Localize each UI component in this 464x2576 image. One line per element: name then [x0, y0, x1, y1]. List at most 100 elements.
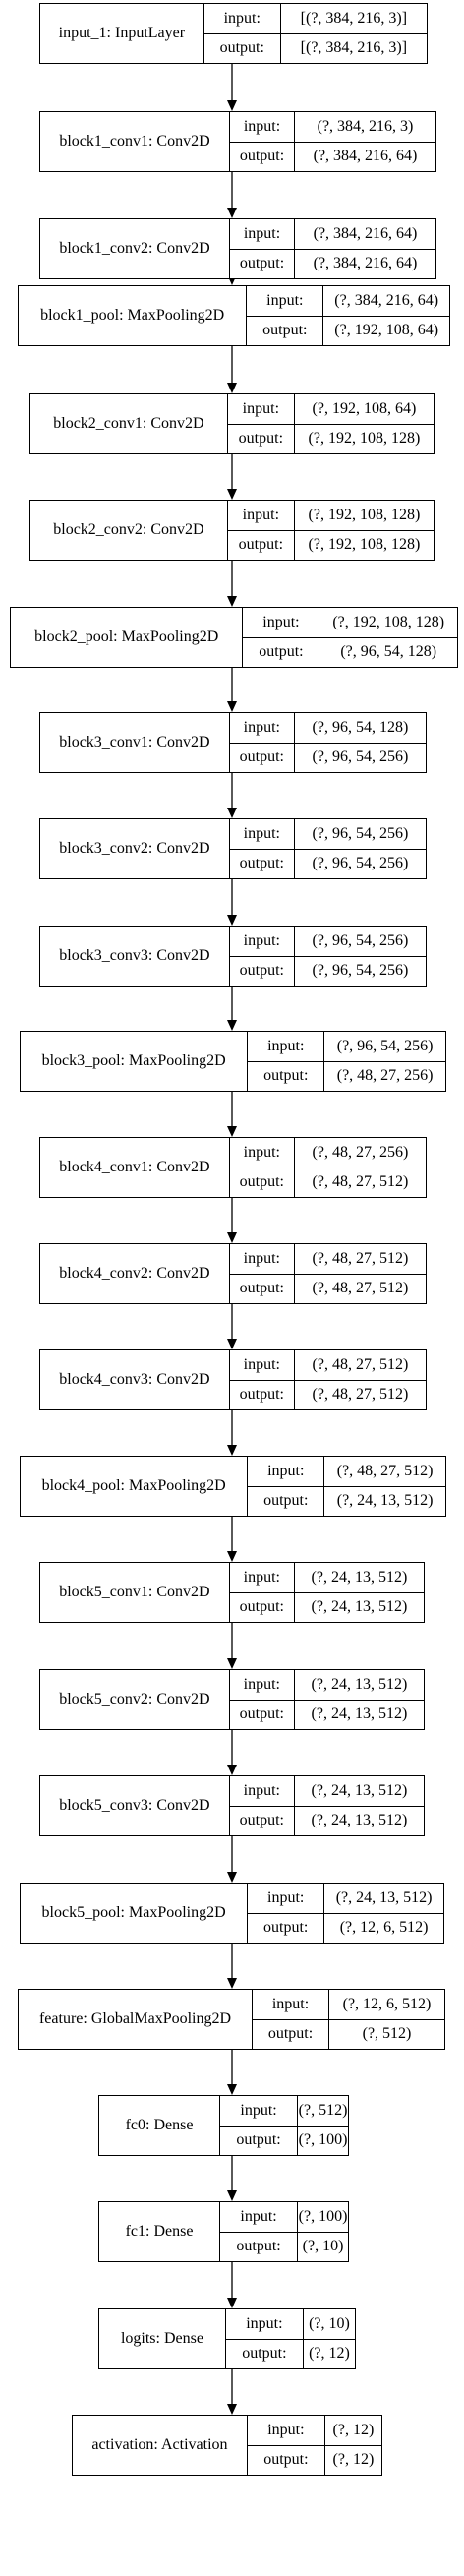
arrowhead	[227, 489, 237, 500]
input-row: input:(?, 48, 27, 512)	[248, 1457, 445, 1486]
output-shape: (?, 48, 27, 512)	[312, 1173, 409, 1191]
output-row: output:(?, 96, 54, 256)	[229, 955, 426, 986]
arrowhead	[227, 2404, 237, 2415]
output-label: output:	[230, 1806, 295, 1835]
output-shape: (?, 512)	[362, 2025, 412, 2043]
input-shape: (?, 12)	[332, 2421, 375, 2438]
input-label: input:	[243, 608, 320, 637]
input-label: input:	[248, 1032, 325, 1061]
input-shape: (?, 48, 27, 512)	[336, 1462, 434, 1479]
layer-name: logits: Dense	[99, 2309, 226, 2368]
io-table: input:(?, 48, 27, 512)output:(?, 48, 27,…	[229, 1350, 426, 1409]
input-shape: [(?, 384, 216, 3)]	[300, 9, 408, 27]
layer-name: block4_conv2: Conv2D	[40, 1244, 230, 1303]
input-label: input:	[230, 219, 295, 249]
output-row: output:(?, 12, 6, 512)	[248, 1912, 443, 1943]
layer-name: fc0: Dense	[99, 2096, 221, 2155]
input-shape: (?, 192, 108, 128)	[332, 613, 445, 630]
output-shape: (?, 192, 108, 64)	[334, 322, 439, 339]
layer-name: block1_conv1: Conv2D	[40, 112, 230, 171]
output-shape: (?, 12)	[309, 2345, 350, 2363]
layer-name: block3_conv2: Conv2D	[40, 819, 230, 878]
arrowhead	[227, 1765, 237, 1775]
io-table: input:(?, 100) output:(?, 10)	[220, 2202, 348, 2261]
arrowhead	[227, 100, 237, 111]
input-row: input:(?, 12)	[248, 2416, 381, 2445]
input-shape: (?, 384, 216, 3)	[317, 117, 414, 135]
output-label: output:	[230, 249, 295, 278]
output-shape: (?, 48, 27, 512)	[312, 1280, 409, 1297]
output-label: output:	[230, 743, 295, 772]
output-label: output:	[248, 1061, 325, 1091]
input-row: input:(?, 512)	[220, 2096, 348, 2126]
input-label: input:	[230, 1138, 295, 1168]
output-label: output:	[230, 1700, 295, 1729]
input-row: input:(?, 24, 13, 512)	[230, 1670, 424, 1700]
input-shape: (?, 96, 54, 128)	[312, 718, 409, 736]
output-shape: (?, 384, 216, 64)	[313, 148, 418, 165]
output-shape: (?, 48, 27, 256)	[336, 1067, 434, 1085]
io-table: input:(?, 96, 54, 256)output:(?, 48, 27,…	[248, 1032, 445, 1091]
layer-name: activation: Activation	[73, 2416, 248, 2475]
input-label: input:	[228, 501, 295, 530]
input-shape: (?, 48, 27, 256)	[312, 1143, 409, 1161]
output-shape: (?, 96, 54, 256)	[312, 749, 409, 766]
io-table: input:(?, 512)output:(?, 100)	[220, 2096, 348, 2155]
arrowhead	[227, 2298, 237, 2308]
arrowhead	[227, 1872, 237, 1883]
output-shape: (?, 24, 13, 512)	[311, 1812, 408, 1829]
output-shape: (?, 384, 216, 64)	[313, 255, 418, 272]
input-shape: (?, 48, 27, 512)	[312, 1355, 409, 1373]
output-label: output:	[230, 1274, 295, 1303]
layer-name: fc1: Dense	[99, 2202, 221, 2261]
input-row: input:(?, 384, 216, 64)	[230, 219, 435, 249]
input-shape: (?, 24, 13, 512)	[335, 1888, 433, 1906]
output-row: output:(?, 24, 13, 512)	[229, 1699, 424, 1729]
input-row: input: (?, 24, 13, 512)	[248, 1884, 443, 1913]
io-table: input: (?, 24, 13, 512) output:(?, 12, 6, …	[248, 1884, 443, 1943]
io-table: input:(?, 24, 13, 512)output:(?, 24, 13,…	[229, 1670, 424, 1729]
output-label: output:	[248, 1913, 325, 1943]
output-label: output:	[248, 2445, 325, 2475]
output-label: output:	[226, 2339, 304, 2368]
output-row: output:(?, 96, 54, 256)	[229, 848, 426, 878]
layer-name: feature: GlobalMaxPooling2D	[19, 1990, 254, 2049]
layer-name: block5_conv1: Conv2D	[40, 1563, 230, 1622]
output-row: output:(?, 192, 108, 128)	[227, 423, 434, 453]
layer-name: block4_conv1: Conv2D	[40, 1138, 230, 1197]
input-row: input:(?, 96, 54, 128)	[230, 713, 426, 743]
output-label: output:	[230, 1592, 295, 1622]
layer-name: block4_conv3: Conv2D	[40, 1350, 230, 1409]
output-row: output:(?, 192, 108, 128)	[227, 529, 434, 560]
output-row: output:(?, 10)	[220, 2231, 348, 2261]
arrowhead	[227, 915, 237, 926]
io-table: input:(?, 48, 27, 512)output:(?, 48, 27,…	[229, 1244, 426, 1303]
output-label: output:	[230, 849, 295, 878]
output-shape: (?, 24, 13, 512)	[336, 1492, 434, 1510]
input-label: input:	[220, 2202, 299, 2232]
input-label: input:	[230, 1350, 295, 1380]
output-label: output:	[204, 33, 281, 63]
input-label: input:	[248, 1884, 325, 1913]
input-row: input:(?, 384, 216, 64)	[247, 286, 449, 316]
arrowhead	[227, 1232, 237, 1243]
input-row: input:(?, 192, 108, 128)	[228, 501, 434, 530]
layer-name: block3_conv3: Conv2D	[40, 927, 230, 986]
input-label: input:	[230, 1563, 295, 1592]
input-shape: (?, 384, 216, 64)	[334, 291, 439, 309]
layer-name: block1_pool: MaxPooling2D	[19, 286, 248, 345]
input-shape: (?, 100)	[298, 2207, 348, 2225]
output-shape: (?, 96, 54, 256)	[312, 962, 409, 980]
input-label: input:	[230, 112, 295, 142]
layer-name: block5_conv2: Conv2D	[40, 1670, 230, 1729]
io-table: input:(?, 384, 216, 3)output:(?, 384, 21…	[229, 112, 435, 171]
